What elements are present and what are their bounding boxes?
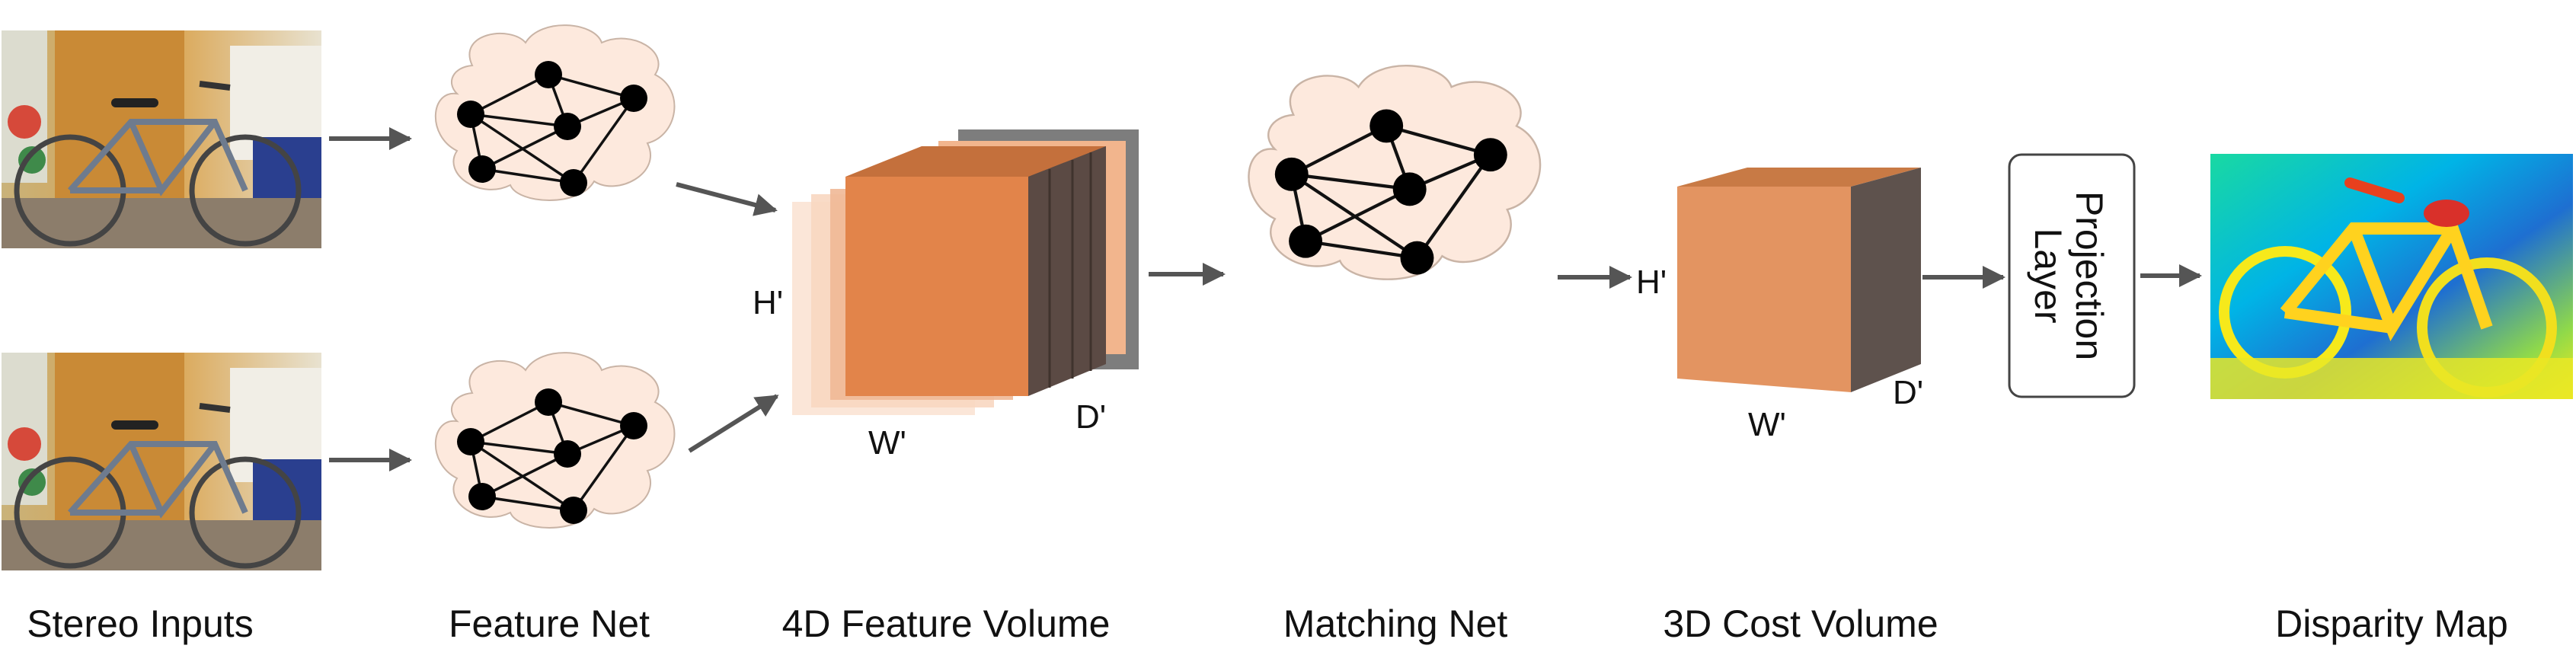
arrow-feature-top-to-volume bbox=[676, 182, 778, 216]
caption-feature-volume: 4D Feature Volume bbox=[782, 602, 1111, 645]
feature-net-bottom-icon bbox=[434, 351, 676, 529]
cost-volume-icon bbox=[1677, 168, 1921, 392]
caption-matching-net: Matching Net bbox=[1283, 602, 1508, 645]
feature-volume-d-label: D' bbox=[1075, 398, 1106, 436]
cost-volume-h-label: H' bbox=[1636, 264, 1667, 301]
cost-volume-d-label: D' bbox=[1893, 374, 1923, 411]
disparity-map-image bbox=[2210, 154, 2573, 399]
caption-disparity-map: Disparity Map bbox=[2275, 602, 2508, 645]
projection-layer-box bbox=[2008, 153, 2136, 398]
caption-stereo-inputs: Stereo Inputs bbox=[27, 602, 253, 645]
arrow-feature-bottom-to-volume bbox=[688, 394, 779, 453]
feature-volume-h-label: H' bbox=[753, 284, 783, 321]
projection-layer-label-line2: Layer bbox=[2027, 228, 2069, 323]
projection-layer-label-line1: Projection bbox=[2068, 191, 2111, 360]
feature-volume-w-label: W' bbox=[868, 424, 906, 462]
stereo-right-image bbox=[2, 353, 321, 570]
cost-volume-w-label: W' bbox=[1748, 406, 1786, 443]
feature-volume-icon bbox=[792, 129, 1139, 415]
caption-cost-volume: 3D Cost Volume bbox=[1663, 602, 1938, 645]
matching-net-icon bbox=[1248, 66, 1540, 279]
feature-net-top-icon bbox=[434, 24, 676, 202]
stereo-left-image bbox=[2, 30, 321, 248]
caption-feature-net: Feature Net bbox=[449, 602, 650, 645]
